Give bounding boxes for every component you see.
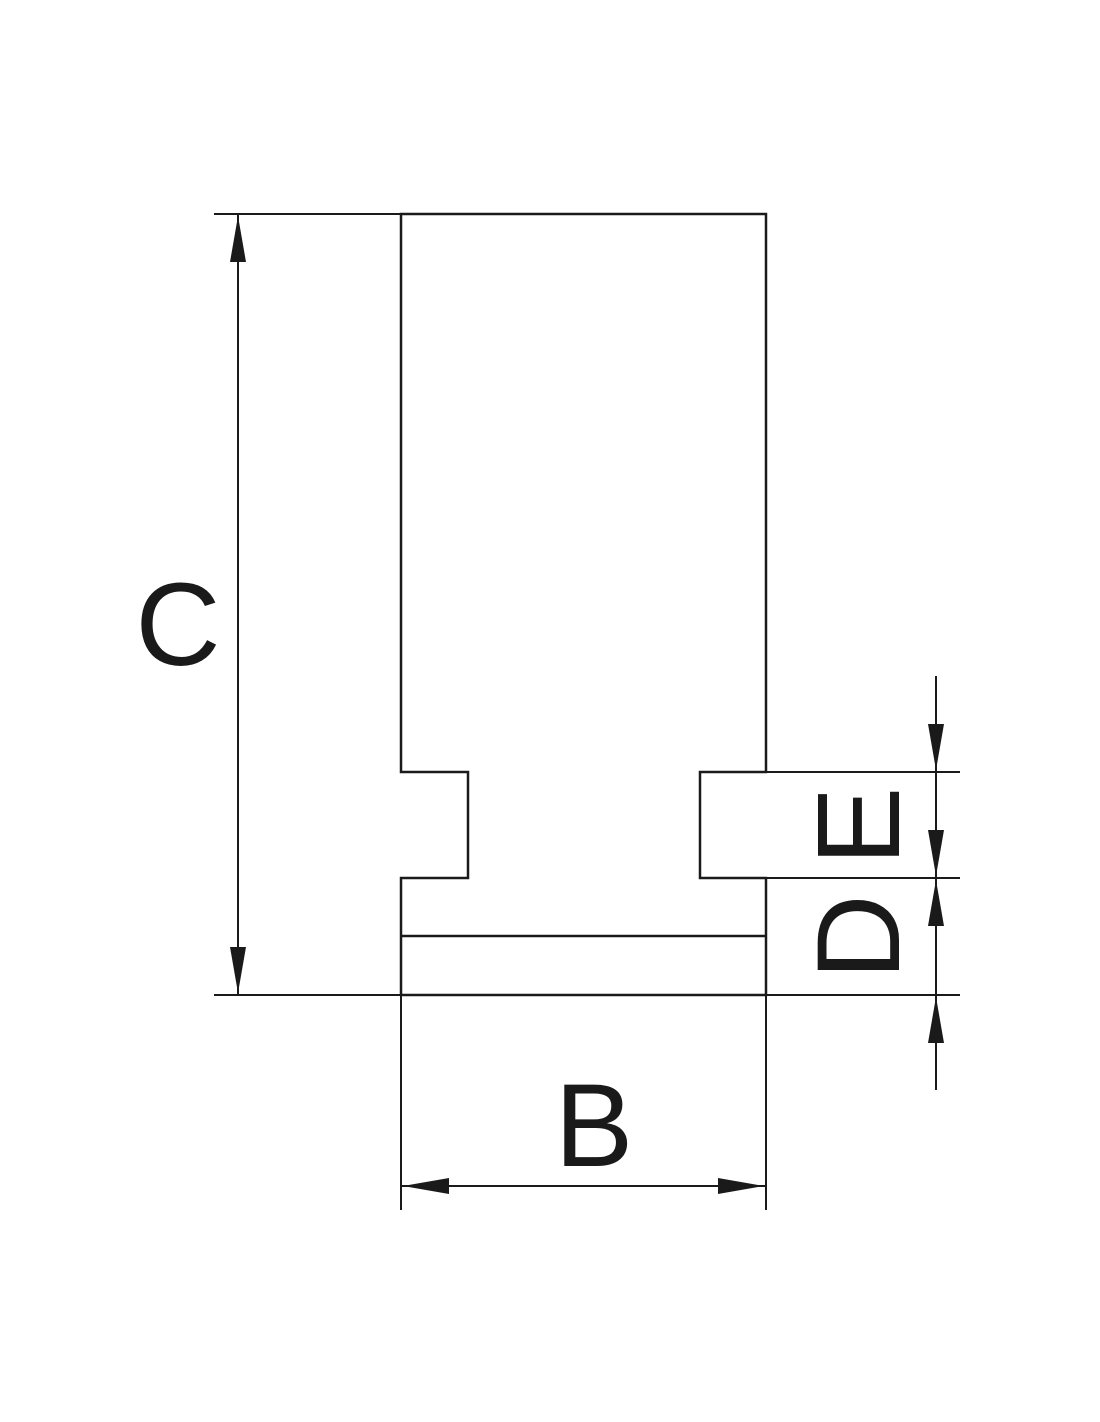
dimension-b-arrow-right [718, 1178, 764, 1194]
dimension-c: C [135, 214, 246, 995]
dimension-c-label: C [135, 559, 220, 691]
dimension-e-arrow-bottom [928, 830, 944, 876]
dimension-c-arrow-bottom [230, 947, 246, 993]
dimension-b: B [401, 1060, 766, 1194]
dimension-e-arrow-top [928, 724, 944, 770]
dimension-d-arrow-bottom [928, 997, 944, 1043]
dimension-e-d: E D [793, 676, 944, 1090]
dimension-d-label: D [793, 894, 925, 979]
dimension-d-arrow-top [928, 880, 944, 926]
dimension-e-label: E [793, 787, 925, 866]
dimension-b-arrow-left [403, 1178, 449, 1194]
dimension-b-label: B [555, 1060, 634, 1192]
dimension-c-arrow-top [230, 216, 246, 262]
jaw-outline [399, 212, 768, 997]
